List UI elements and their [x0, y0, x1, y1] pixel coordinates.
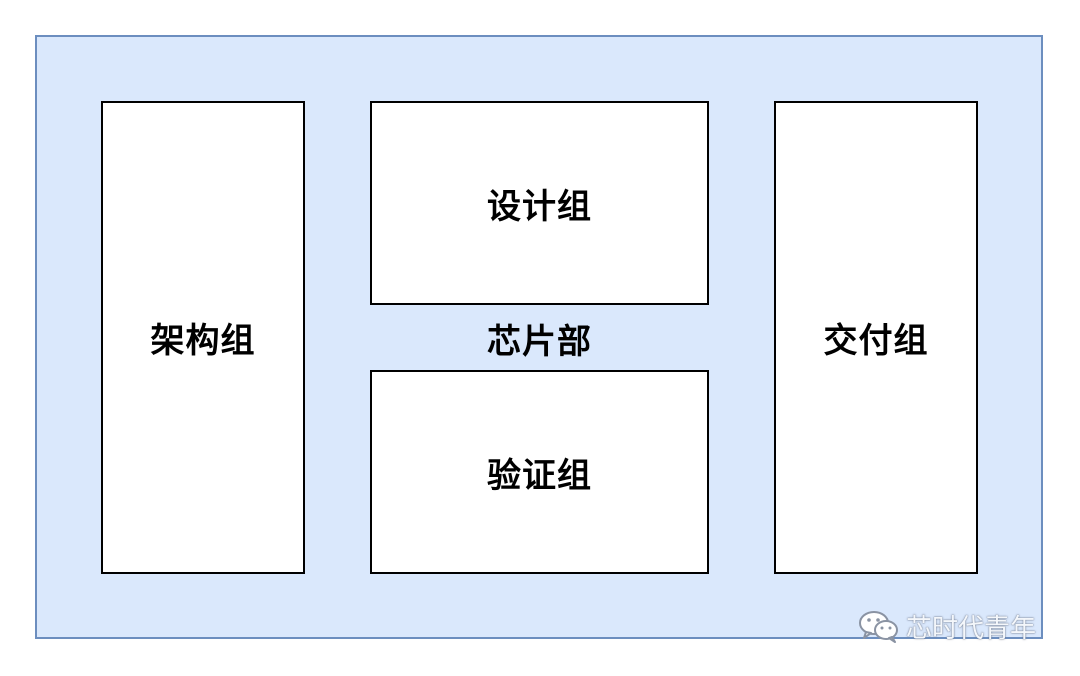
architecture-group-box: 架构组 [101, 101, 305, 574]
delivery-group-box: 交付组 [774, 101, 978, 574]
architecture-group-label: 架构组 [150, 321, 256, 361]
verification-group-label: 验证组 [487, 455, 592, 496]
verification-group-box: 验证组 [370, 370, 709, 574]
design-group-label: 设计组 [487, 186, 592, 227]
wechat-icon [858, 608, 900, 644]
watermark: 芯时代青年 [858, 606, 1036, 646]
design-group-box: 设计组 [370, 101, 709, 305]
chip-department-label: 芯片部 [487, 321, 592, 362]
chip-department-label-wrap: 芯片部 [370, 312, 709, 364]
delivery-group-label: 交付组 [823, 321, 929, 361]
watermark-text: 芯时代青年 [906, 613, 1037, 644]
